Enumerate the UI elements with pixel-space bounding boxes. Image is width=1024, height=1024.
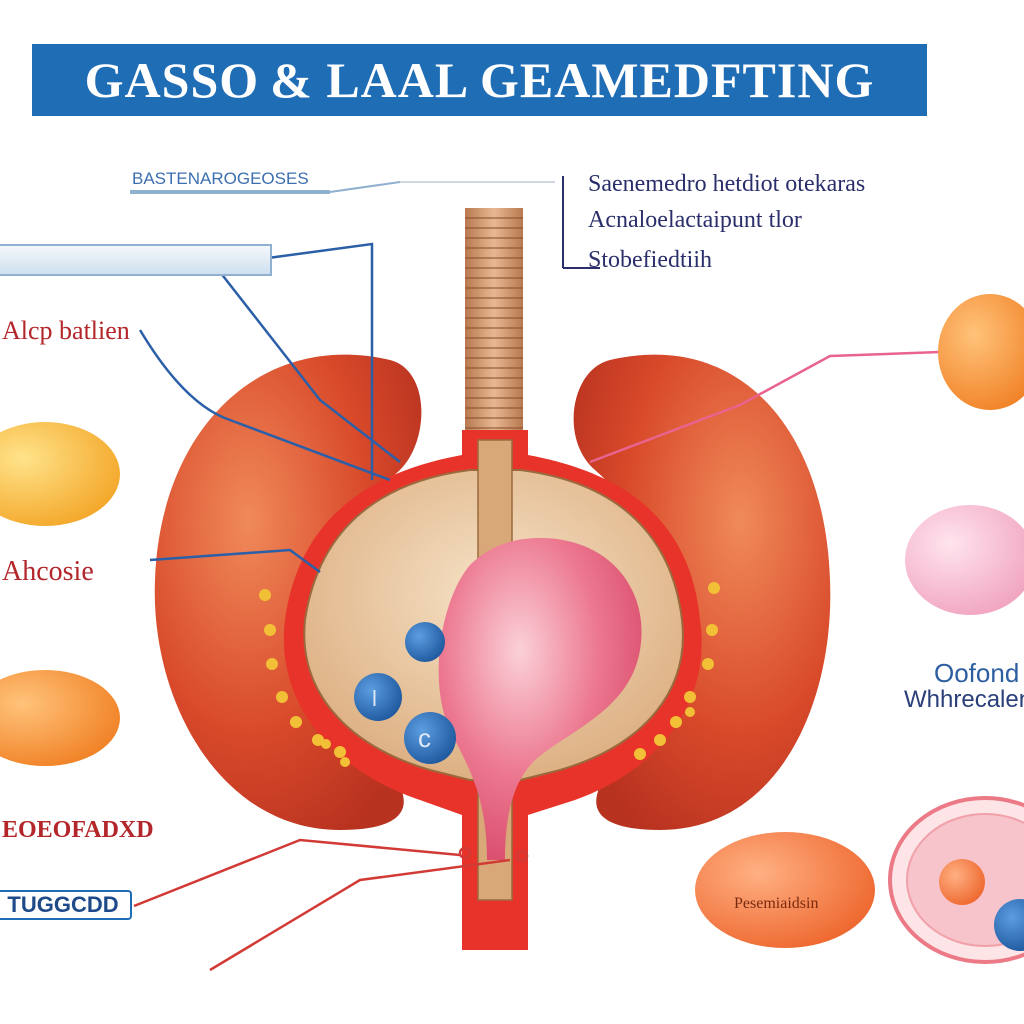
orange-oval-right-top xyxy=(938,294,1024,410)
left-label-3: EOEOFADXD xyxy=(2,817,154,843)
top-left-leader xyxy=(130,181,555,194)
top-right-label-2: Acnaloelactaipunt tlor xyxy=(588,207,802,233)
label-bar-left xyxy=(0,244,272,276)
yellow-granules xyxy=(259,582,720,767)
right-pink-leader xyxy=(589,350,941,464)
left-red-leaders xyxy=(133,838,529,972)
top-right-label-1: Saenemedro hetdiot otekaras xyxy=(588,171,866,197)
title-banner: GASSO & LAAL GEAMEDFTING xyxy=(32,44,927,116)
pink-organ xyxy=(438,538,642,860)
esophagus-tube xyxy=(465,208,523,440)
yellow-pill xyxy=(0,422,120,526)
top-right-bracket xyxy=(562,176,600,269)
left-tag-box: TUGGCDD xyxy=(0,890,132,920)
orange-oval-bottom xyxy=(695,832,875,948)
left-label-2: Ahcosie xyxy=(2,556,94,587)
top-right-label-3: Stobefiedtiih xyxy=(588,247,712,273)
right-label-1b: Whhrecalen xyxy=(904,686,1024,713)
blue-cell-cluster: l c xyxy=(354,622,456,764)
left-blue-leaders xyxy=(138,242,401,574)
svg-text:c: c xyxy=(418,723,431,753)
page-title: GASSO & LAAL GEAMEDFTING xyxy=(84,52,875,108)
left-label-1: Alcp batlien xyxy=(2,316,130,345)
right-organ-lobe xyxy=(573,354,831,830)
top-left-caption: BASTENAROGEOSES xyxy=(132,169,309,188)
orange-pill xyxy=(0,670,120,766)
bottom-pill-label: Pesemiaidsin xyxy=(734,895,819,912)
cell-illustration xyxy=(888,796,1024,964)
pink-oval-right xyxy=(905,505,1024,615)
right-label-1a: Oofond xyxy=(934,658,1020,688)
svg-text:l: l xyxy=(372,686,377,711)
